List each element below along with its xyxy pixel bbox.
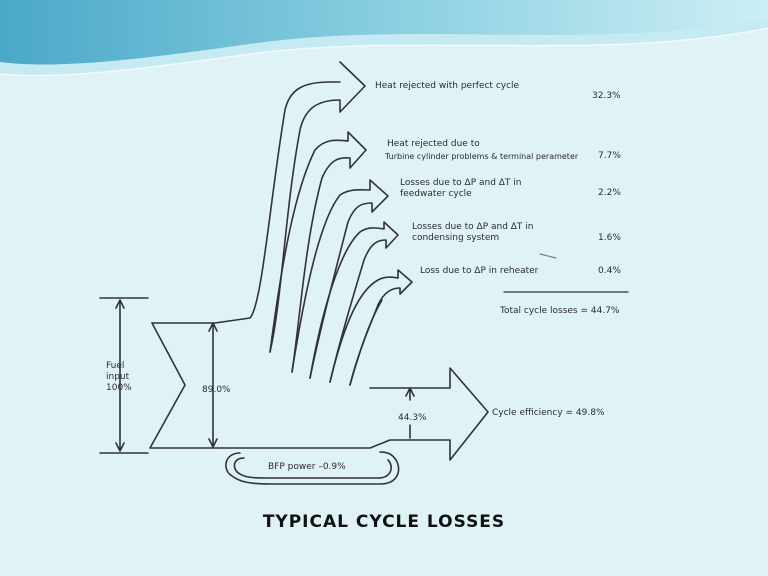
perfect-cycle-label: Heat rejected with perfect cycle [375,81,520,91]
cycle-efficiency-arrow [221,367,489,461]
after-bfp-dimension [208,322,218,448]
perfect-cycle-arrow [269,61,366,353]
bfp-power-label: BFP power –0.9% [268,462,346,472]
condensing-loss-arrow [309,221,399,383]
turbine-loss-label-1: Heat rejected due to [387,139,480,149]
condensing-loss-label: Losses due to ΔP and ΔT in condensing sy… [412,222,534,243]
reheater-loss-label: Loss due to ΔP in reheater [420,266,539,276]
after-bfp-label: 89.0% [202,385,231,395]
turbine-loss-value: 7.7% [598,151,621,161]
fuel-input-label: Fuel input 100% [106,361,132,393]
fuel-input-dimension [99,297,149,454]
total-losses-label: Total cycle losses = 44.7% [500,306,620,316]
slide-title: TYPICAL CYCLE LOSSES [262,512,506,532]
feedwater-loss-label: Losses due to ΔP and ΔT in feedwater cyc… [400,178,522,199]
output-width-label: 44.3% [398,413,427,423]
main-stream-outline [151,81,341,324]
reheater-loss-value: 0.4% [598,266,621,276]
turbine-loss-arrow [269,131,367,373]
perfect-cycle-value: 32.3% [592,91,621,101]
cycle-efficiency-label: Cycle efficiency = 49.8% [492,408,605,418]
output-dimension [405,387,415,439]
feedwater-loss-arrow [291,179,389,379]
wave-header [0,0,768,77]
condensing-loss-value: 1.6% [598,233,621,243]
feedwater-loss-value: 2.2% [598,188,621,198]
bfp-power-loop [225,451,400,485]
reheater-loss-arrow [329,269,413,386]
turbine-loss-label-2: Turbine cylinder problems & terminal per… [385,152,579,161]
